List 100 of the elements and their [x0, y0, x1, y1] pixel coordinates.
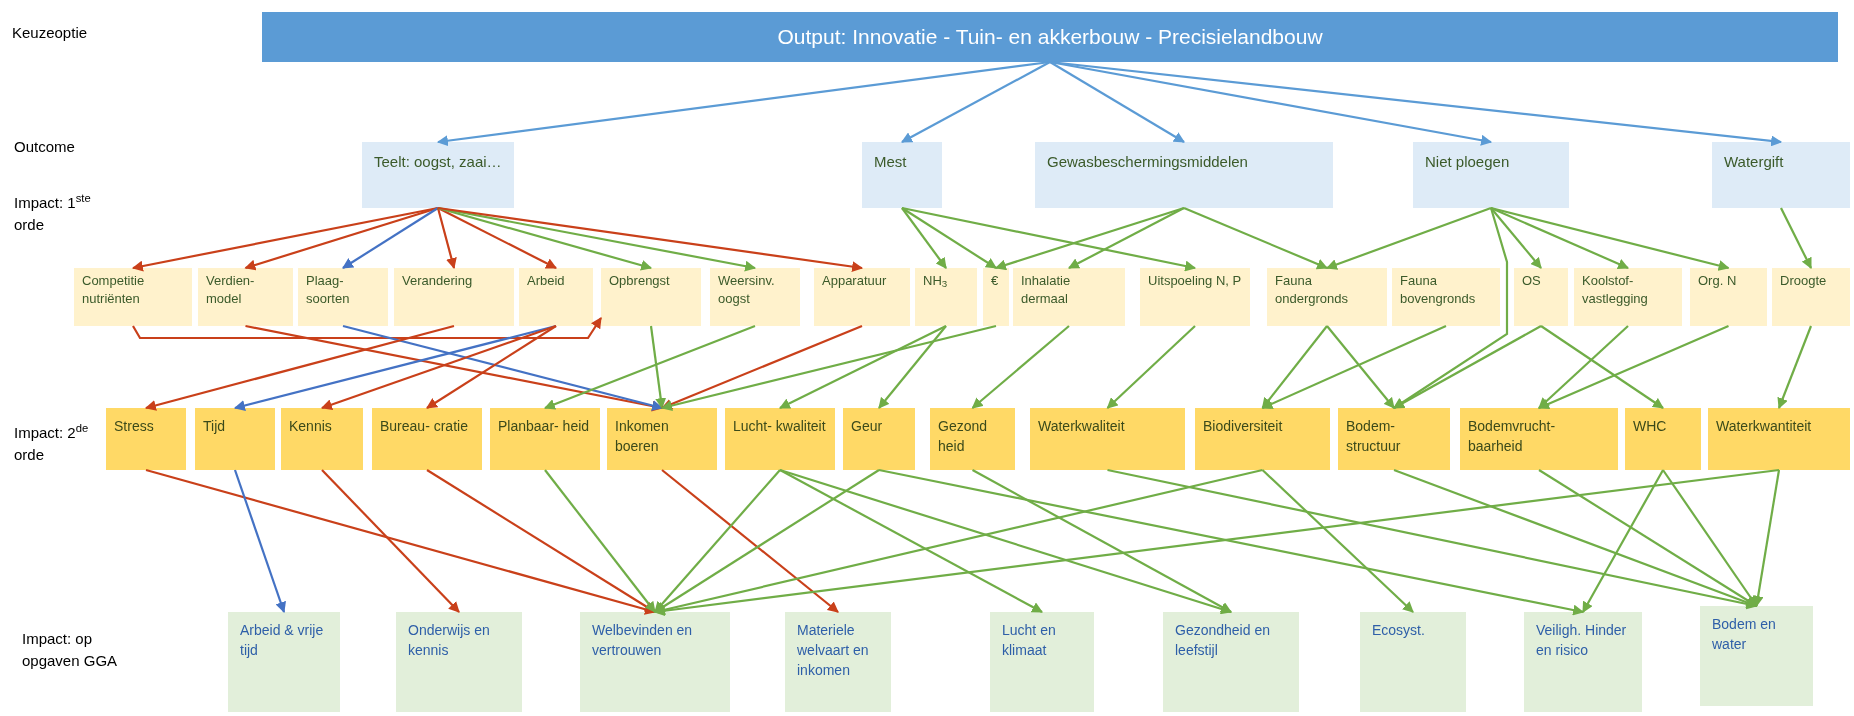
outcome-box: Teelt: oogst, zaai… [362, 142, 514, 208]
arrow [1538, 325, 1629, 409]
impact-box: Inkomen boeren [607, 408, 717, 470]
impact-box: Fauna ondergronds [1267, 268, 1387, 326]
goal-box: Onderwijs en kennis [396, 612, 522, 712]
arrow [1326, 325, 1395, 409]
impact-box: Droogte [1772, 268, 1850, 326]
arrow [233, 469, 286, 614]
impact-box: Lucht- kwaliteit [725, 408, 835, 470]
outcome-box: Watergift [1712, 142, 1850, 208]
arrow [901, 206, 1197, 272]
impact-box: Kennis [281, 408, 363, 470]
arrow [901, 207, 947, 269]
arrow [1049, 61, 1185, 143]
arrow [144, 324, 455, 411]
output-bar: Output: Innovatie - Tuin- en akkerbouw - Precisielandbouw [262, 12, 1838, 62]
impact-box: Plaag- soorten [298, 268, 388, 326]
arrow [661, 469, 839, 613]
arrow [544, 324, 756, 410]
impact-box: Geur [843, 408, 915, 470]
arrow [1325, 206, 1492, 270]
impact-box: Verdien- model [198, 268, 293, 326]
impact-box: WHC [1625, 408, 1701, 470]
arrow [132, 317, 602, 340]
arrow [649, 325, 667, 410]
arrow [436, 60, 1051, 147]
arrow [1106, 325, 1196, 409]
impact-box: Opbrengst [601, 268, 701, 326]
goal-box: Ecosyst. [1360, 612, 1466, 712]
arrow [779, 469, 1043, 613]
outcome-box: Gewasbeschermingsmiddelen [1035, 142, 1333, 208]
arrow [244, 206, 439, 271]
impact-box: Uitspoeling N, P [1140, 268, 1250, 326]
arrow [901, 61, 1051, 143]
arrow [1393, 207, 1509, 409]
arrow [342, 207, 439, 269]
impact-box: Tijd [195, 408, 275, 470]
arrow [1261, 325, 1328, 409]
arrow [1490, 206, 1730, 271]
outcome-box: Niet ploegen [1413, 142, 1569, 208]
impact-box: Stress [106, 408, 186, 470]
arrow [660, 324, 997, 411]
row-label: Impact: 1$^{ste}$ orde [14, 192, 92, 235]
arrow [437, 206, 757, 272]
impact-box: Biodiversiteit [1195, 408, 1330, 470]
arrow [437, 207, 557, 269]
arrow [1780, 207, 1812, 269]
arrow [131, 206, 439, 272]
arrow [779, 468, 1233, 615]
impact-box: Apparatuur [814, 268, 910, 326]
row-label: Impact: op opgaven GGA [22, 629, 119, 671]
impact-box: Planbaar- heid [490, 408, 600, 470]
goal-box: Veiligh. Hinder en risico [1524, 612, 1642, 712]
arrow [1049, 60, 1493, 146]
goal-box: Arbeid & vrije tijd [228, 612, 340, 712]
arrow [971, 469, 1232, 613]
arrow [426, 469, 656, 613]
arrow [1538, 325, 1729, 410]
arrow [544, 469, 656, 613]
arrow [1777, 325, 1813, 409]
impact-box: Bodem- structuur [1338, 408, 1450, 470]
impact-box: Weersinv. oogst [710, 268, 800, 326]
impact-box: Gezond heid [930, 408, 1015, 470]
goal-box: Lucht en klimaat [990, 612, 1094, 712]
arrow [342, 324, 664, 411]
arrow [1183, 207, 1328, 270]
arrow [901, 207, 997, 269]
impact-box: OS [1514, 268, 1568, 326]
impact-box: Verandering [394, 268, 514, 326]
impact-box: € [983, 268, 1009, 326]
arrow [654, 469, 781, 613]
arrow [1261, 469, 1414, 613]
arrow [878, 325, 947, 409]
arrow [436, 207, 457, 270]
impact-box: Waterkwaliteit [1030, 408, 1185, 470]
impact-box: Fauna bovengronds [1392, 268, 1500, 326]
goal-box: Bodem en water [1700, 606, 1813, 706]
arrow [437, 206, 653, 271]
arrow [1490, 207, 1542, 269]
arrow [971, 325, 1070, 409]
row-label: Keuzeoptie [12, 23, 89, 43]
impact-box: Arbeid [519, 268, 593, 326]
arrow [1582, 469, 1664, 613]
arrow [426, 325, 557, 409]
arrow [233, 324, 557, 411]
impact-box: Waterkwantiteit [1708, 408, 1850, 470]
impact-box: NH$_{3}$ [915, 268, 977, 326]
row-label: Outcome [14, 137, 76, 157]
arrow [1068, 207, 1185, 269]
goal-box: Welbevinden en vertrouwen [580, 612, 730, 712]
row-label: Impact: 2$^{de}$ orde [14, 422, 90, 465]
arrow [878, 468, 1585, 616]
arrow [321, 469, 460, 613]
goal-box: Materiele welvaart en inkomen [785, 612, 891, 712]
arrow [653, 468, 1780, 617]
arrow [661, 325, 863, 410]
impact-box: Koolstof- vastlegging [1574, 268, 1682, 326]
arrow [1752, 469, 1781, 608]
arrow [994, 206, 1185, 271]
impact-box: Org. N [1690, 268, 1767, 326]
